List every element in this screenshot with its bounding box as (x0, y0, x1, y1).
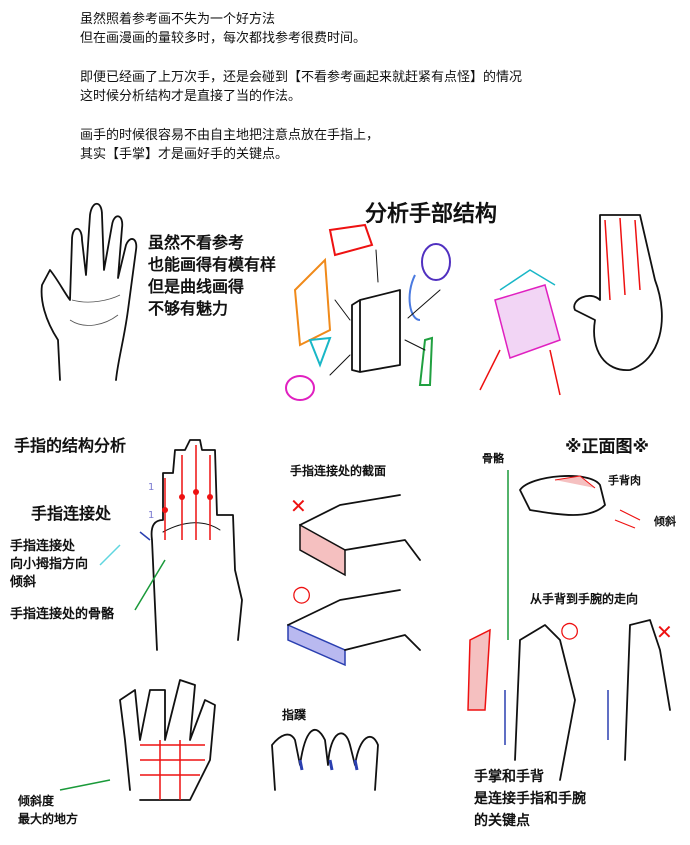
max-tilt-label: 倾斜度 最大的地方 (18, 794, 79, 826)
front-view-illustration (507, 470, 641, 640)
ratio-mark-1: 1 (148, 482, 155, 493)
hand-box-structure (479, 269, 561, 396)
tilt-label: 倾斜 (654, 515, 676, 528)
back-flesh-label: 手背肉 (608, 474, 641, 487)
finger-structure-title: 手指的结构分析 (14, 436, 127, 455)
intro-paragraph-1: 虽然照着参考画不失为一个好方法 但在画漫画的量较多时，每次都找参考很费时间。 (80, 12, 367, 46)
open-hand-illustration (40, 202, 138, 381)
finger-joint-label: 手指连接处 (31, 504, 112, 523)
wrong-mark: ✕ (290, 494, 307, 518)
front-wrong-mark: ✕ (656, 620, 673, 644)
right-mark: ○ (292, 582, 312, 607)
finger-web-hand (271, 728, 379, 791)
intro-paragraph-3: 画手的时候很容易不由自主地把注意点放在手指上， 其实【手掌】才是画好手的关键点。 (80, 128, 380, 162)
structure-diagram (285, 223, 451, 401)
direction-label: 从手背到手腕的走向 (530, 592, 639, 606)
palm-grid-hand (59, 679, 216, 801)
hand-shaded (573, 214, 663, 371)
finger-joint-bone-label: 手指连接处的骨骼 (10, 607, 115, 622)
finger-joint-tilt-label: 手指连接处 向小拇指方向 倾斜 (10, 539, 89, 590)
wrist-sketches (467, 619, 671, 781)
front-view-title: ※正面图※ (565, 437, 650, 457)
caption-without-reference: 虽然不看参考 也能画得有模有样 但是曲线画得 不够有魅力 (148, 233, 277, 318)
cross-section-right (287, 589, 421, 667)
cross-section-wrong (299, 494, 421, 577)
ratio-mark-2: 1 (148, 510, 155, 521)
section-title-hand-structure: 分析手部结构 (365, 202, 498, 227)
finger-analysis-hand (99, 439, 243, 651)
bone-label: 骨骼 (482, 452, 504, 465)
cross-section-title: 手指连接处的截面 (290, 464, 387, 478)
front-right-mark: ○ (560, 618, 580, 643)
intro-paragraph-2: 即便已经画了上万次手，还是会碰到【不看参考画起来就赶紧有点怪】的情况 这时候分析… (80, 70, 523, 104)
palm-key-label: 手掌和手背 是连接手指和手腕 的关键点 (474, 769, 586, 829)
finger-web-label: 指蹼 (282, 708, 307, 722)
